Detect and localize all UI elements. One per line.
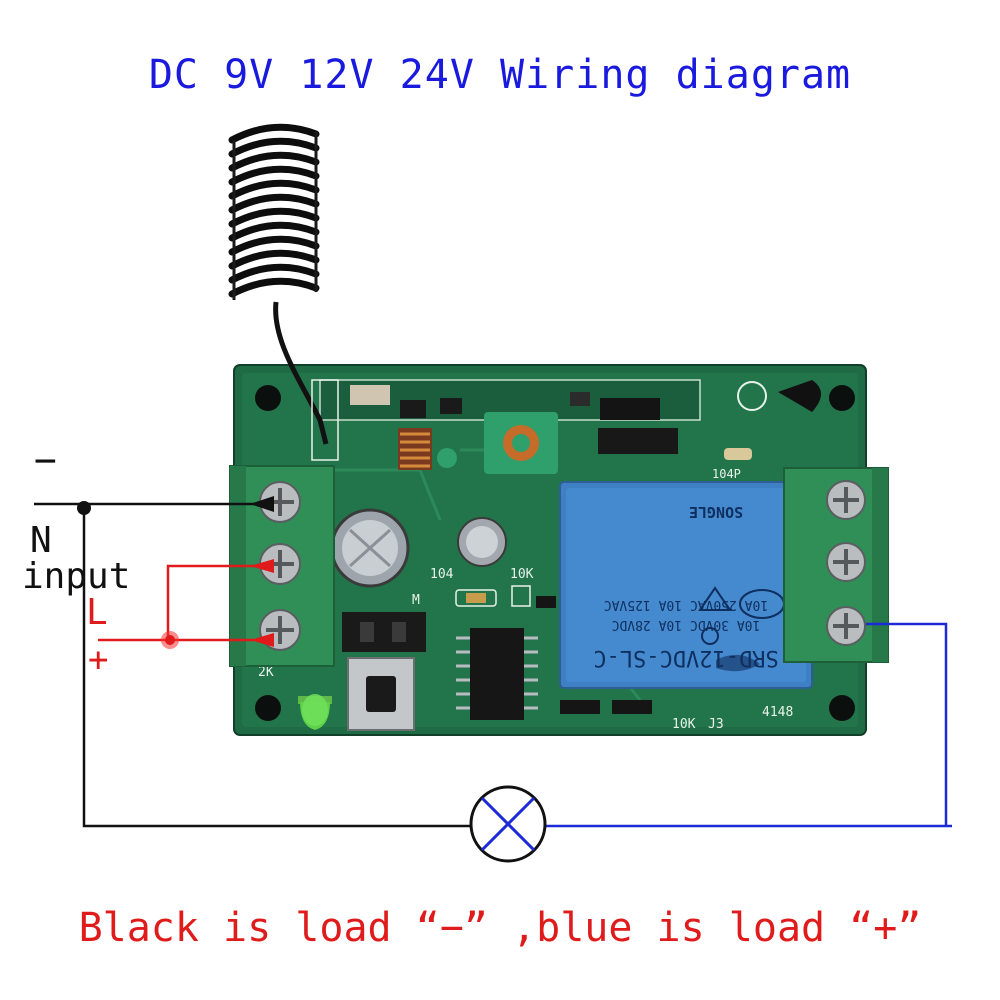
songle-logo-icon	[716, 654, 760, 672]
relay-spec-2: 10A 250VAC 10A 125VAC	[604, 597, 768, 612]
junction-dot	[77, 501, 91, 515]
green-led-icon	[298, 694, 332, 730]
lamp-cross-icon	[469, 785, 547, 863]
label-l: L	[86, 592, 108, 633]
arrow-icon	[250, 559, 274, 573]
screw-terminal	[826, 606, 866, 646]
diagram-caption: Black is load “−” ,blue is load “+”	[78, 905, 922, 951]
silk-104p: 104P	[712, 467, 741, 481]
mount-hole	[829, 385, 855, 411]
silk-10k: 10K	[510, 567, 534, 582]
label-input: input	[22, 556, 131, 597]
label-minus: −	[34, 438, 57, 482]
label-plus: +	[88, 640, 109, 680]
electrolytic-capacitor-large	[330, 508, 410, 588]
silk-j3: J3	[708, 717, 724, 732]
silk-m: M	[412, 593, 420, 608]
mount-hole	[255, 385, 281, 411]
relay: SRD-12VDC-SL-C 10A 30VDC 10A 28VDC 10A 2…	[559, 481, 813, 689]
mount-hole	[255, 695, 281, 721]
relay-brand: SONGLE	[689, 503, 743, 521]
silk-2k: 2K	[258, 665, 274, 680]
arrow-icon	[250, 496, 274, 512]
ic-chip	[600, 398, 660, 420]
junction-dot	[165, 635, 175, 645]
terminal-block-output	[783, 467, 889, 663]
diagram-title: DC 9V 12V 24V Wiring diagram	[148, 52, 852, 98]
blue-wire	[546, 622, 952, 828]
push-button	[342, 612, 426, 731]
driver-ic	[456, 628, 538, 720]
coil-antenna-icon	[228, 123, 329, 445]
electrolytic-capacitor-small	[457, 517, 507, 567]
screw-terminal	[826, 480, 866, 520]
screw-terminal	[826, 542, 866, 582]
relay-spec-1: 10A 30VDC 10A 28VDC	[612, 617, 761, 632]
jumper-header	[342, 612, 426, 652]
warning-triangle-icon	[698, 586, 732, 611]
silk-10k-bottom: 10K	[672, 717, 696, 732]
mount-hole	[829, 695, 855, 721]
label-n: N	[30, 520, 52, 561]
red-wire	[98, 564, 262, 642]
silk-4148: 4148	[762, 705, 793, 720]
crystal	[598, 428, 678, 454]
arrow-icon	[250, 633, 274, 647]
screw-terminal	[259, 543, 301, 585]
silk-104: 104	[430, 567, 454, 582]
black-wire	[34, 502, 470, 828]
